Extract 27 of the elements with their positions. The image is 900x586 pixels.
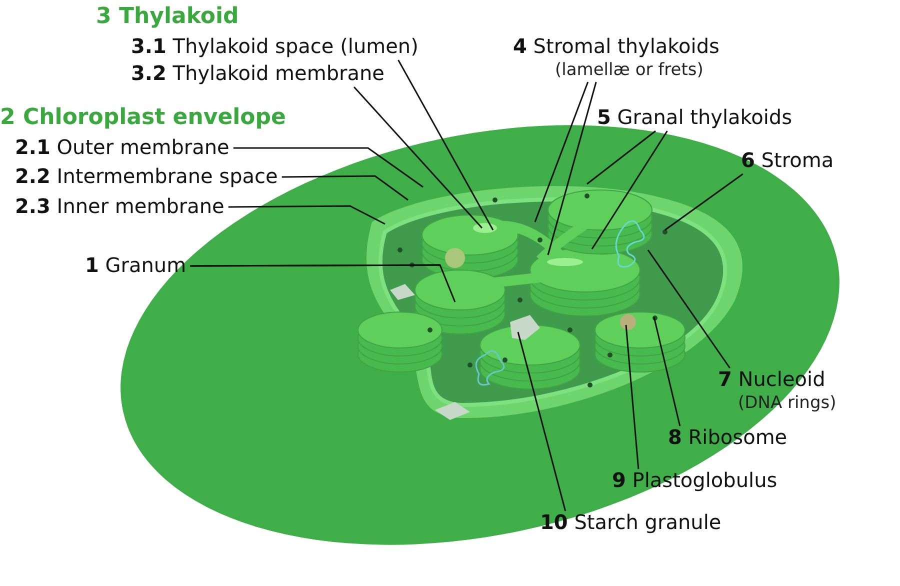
leader-line [647, 250, 730, 368]
leader-line [664, 173, 744, 231]
part-label: 3.1 Thylakoid space (lumen) [131, 33, 418, 59]
leader-line [591, 130, 668, 250]
leader-line [547, 82, 597, 256]
leader-line [282, 175, 408, 201]
part-label: 5 Granal thylakoids [597, 104, 792, 130]
group-heading: 2 Chloroplast envelope [0, 104, 286, 132]
part-label: 2.2 Intermembrane space [15, 163, 278, 189]
leader-line [228, 205, 386, 225]
part-label: 1 Granum [85, 252, 186, 278]
part-label: 3.2 Thylakoid membrane [131, 60, 384, 86]
part-label: 2.3 Inner membrane [15, 193, 224, 219]
leader-line [354, 86, 483, 228]
leader-line [534, 82, 589, 222]
leader-line [625, 324, 640, 470]
part-label: 4 Stromal thylakoids [513, 33, 720, 59]
leader-line [653, 316, 681, 426]
part-note: (DNA rings) [738, 392, 836, 414]
leader-line [586, 130, 656, 185]
group-heading: 3 Thylakoid [96, 3, 239, 31]
leader-line [398, 60, 494, 230]
part-note: (lamellæ or frets) [555, 59, 704, 81]
leader-line [233, 147, 424, 188]
leader-line [190, 264, 456, 302]
leader-line [517, 332, 566, 512]
part-label: 2.1 Outer membrane [15, 134, 230, 160]
